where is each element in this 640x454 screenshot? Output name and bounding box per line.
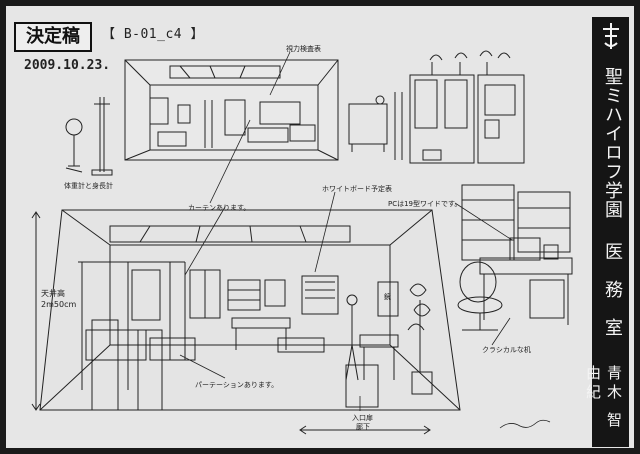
whiteboard-note: ホワイトボード予定表 <box>322 185 392 193</box>
ceiling-height-value: 2m50cm <box>41 300 77 309</box>
room-overview-sketch <box>125 60 338 160</box>
sheet-date: 2009.10.23. <box>24 58 111 73</box>
entrance-note: 入口扉 <box>352 414 373 422</box>
curtain-note: カーテンあります。 <box>188 204 251 212</box>
pc-note: PCは19型ワイドです。 <box>388 200 462 208</box>
school-name: 聖ミハイロフ学園 <box>602 67 623 219</box>
scale-and-height-meter-sketch <box>66 97 112 175</box>
hallway-note: 廊下 <box>356 423 370 431</box>
artist-signature <box>500 420 550 428</box>
classic-desk-note: クラシカルな机 <box>482 346 531 354</box>
ceiling-height-label: 天井高 <box>41 289 65 298</box>
desk-detail-sketch <box>458 185 572 330</box>
side-elevation-sketches <box>349 51 524 163</box>
partition-note: パーテーションあります。 <box>195 381 279 389</box>
eye-chart-note: 視力検査表 <box>286 45 321 53</box>
room-name: 医務室 <box>602 242 623 356</box>
cut-code: 【 B-01_c4 】 <box>102 27 204 42</box>
main-interior-sketch <box>40 210 460 410</box>
scale-height-note: 体重計と身長計 <box>64 182 113 190</box>
hallway-arrow <box>300 426 430 434</box>
status-stamp: 決定稿 <box>14 22 92 52</box>
school-crest-icon <box>603 23 619 49</box>
poster-mark: 鏡 <box>384 293 391 301</box>
ceiling-height-arrow <box>32 212 40 410</box>
leader-lines <box>180 52 512 411</box>
side-title-panel: 聖ミハイロフ学園 医務室 青木 智由紀 <box>584 17 629 447</box>
artist-name: 青木 智由紀 <box>584 365 623 431</box>
